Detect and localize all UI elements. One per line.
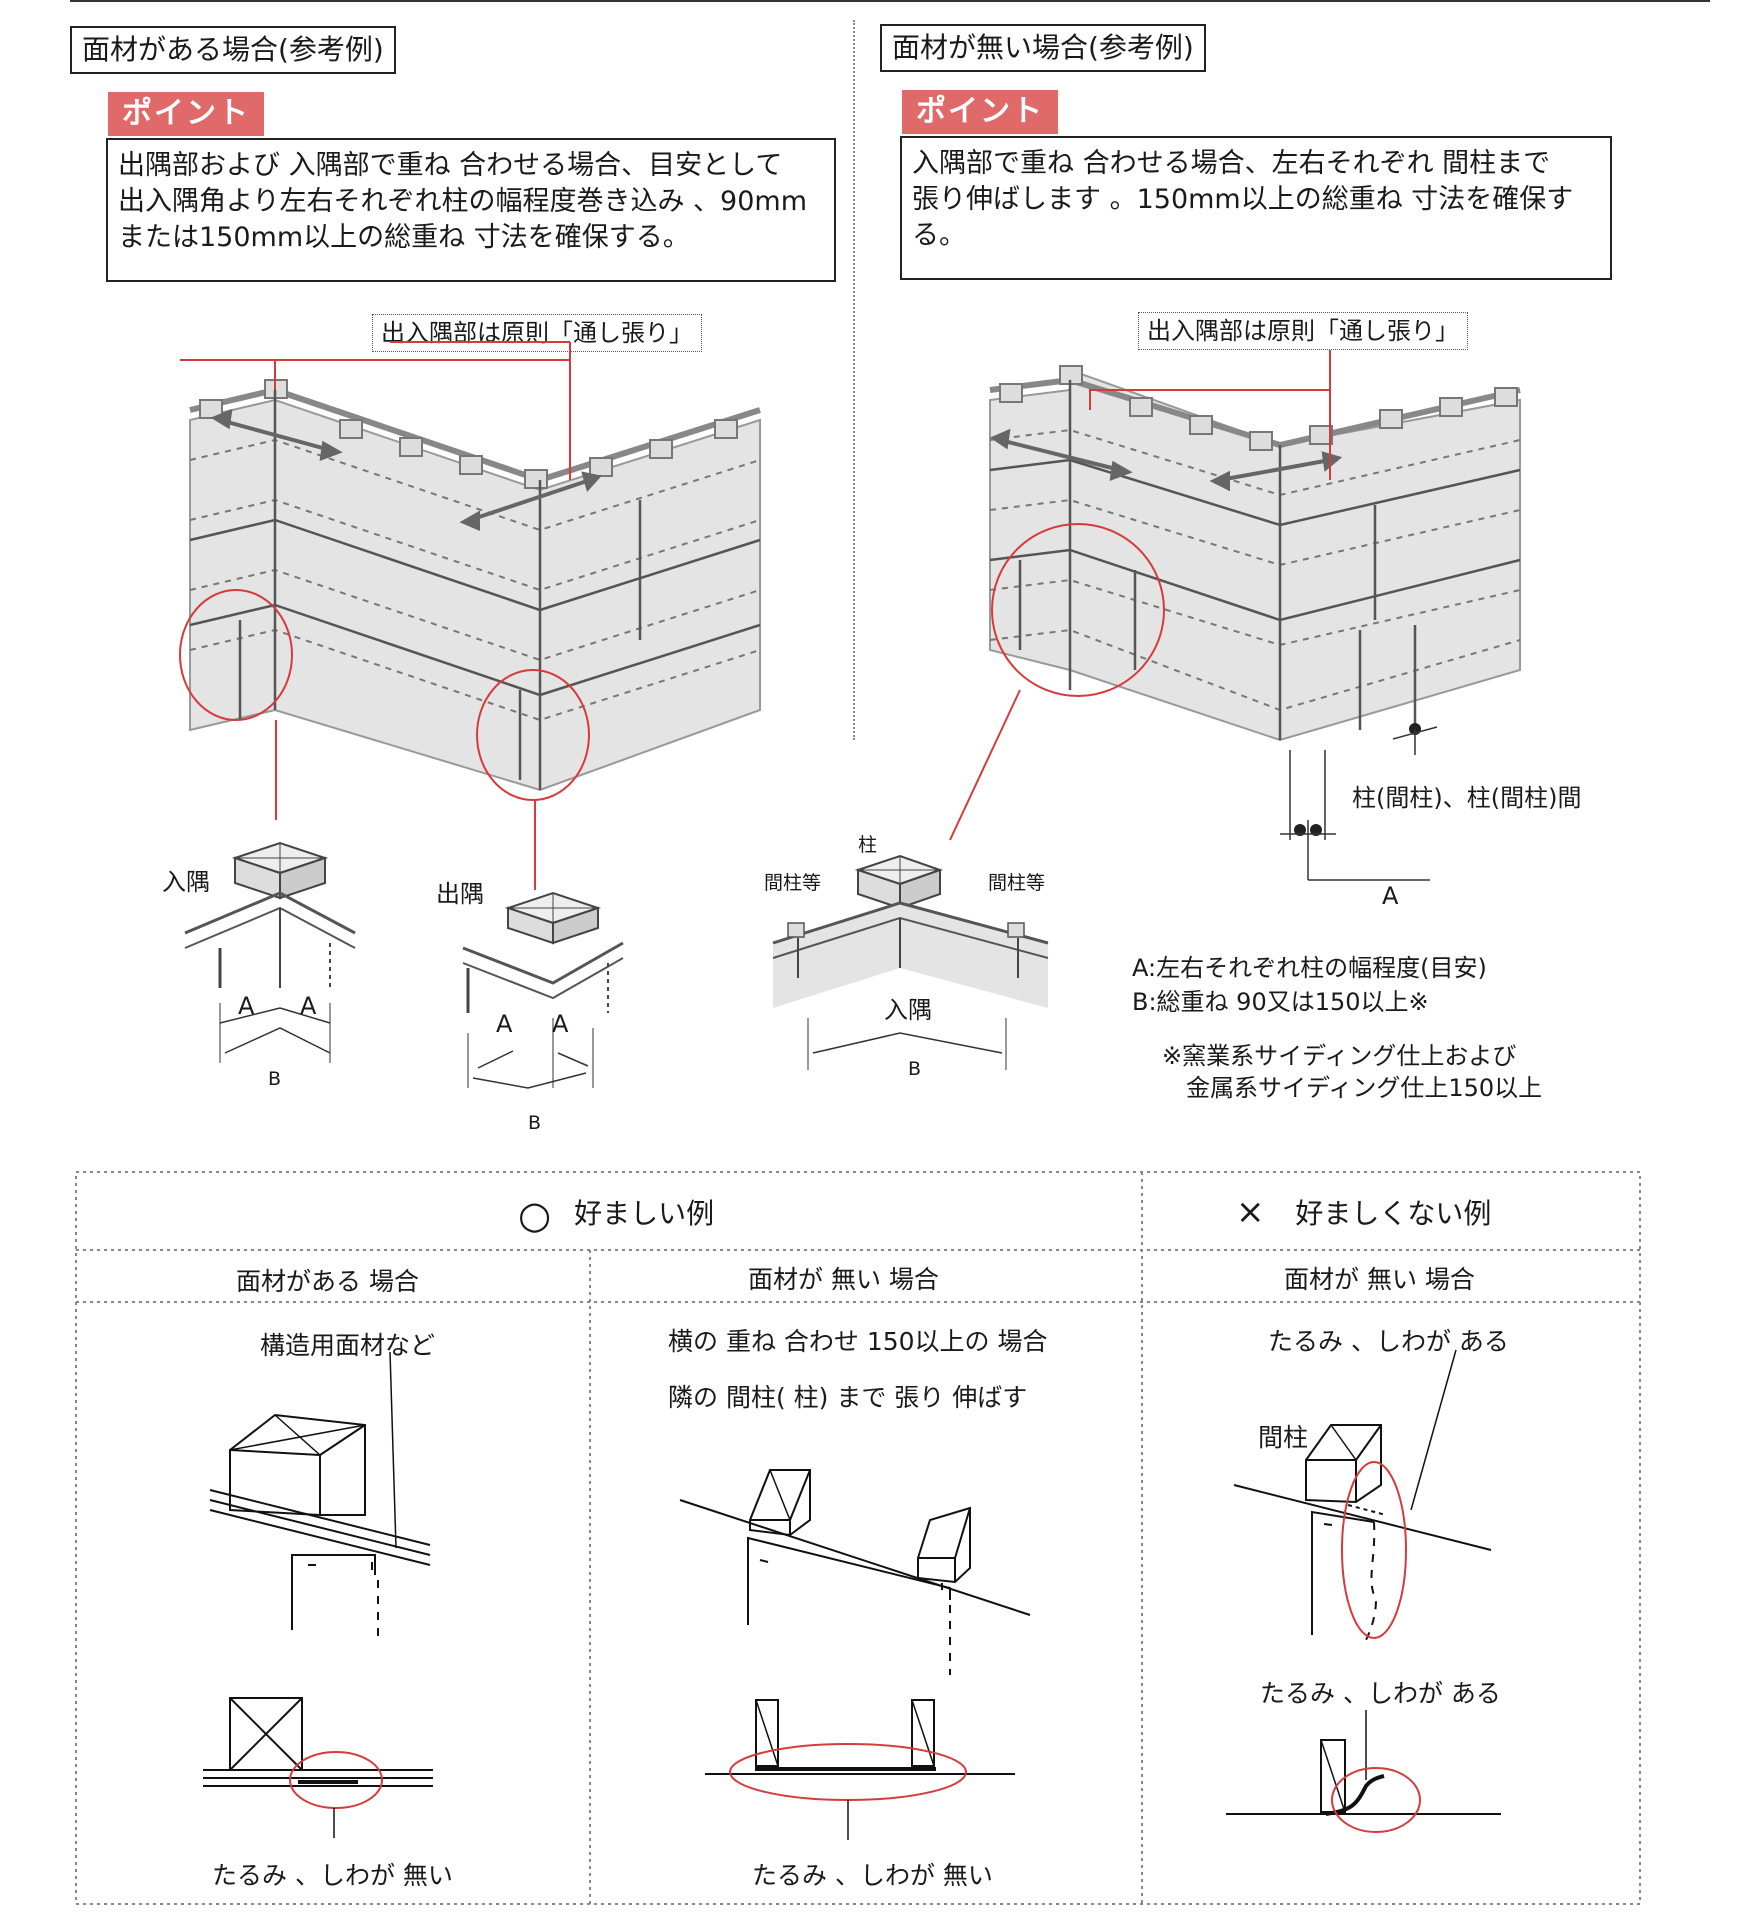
right-detail-irisumi-label: 入隅	[884, 996, 932, 1024]
right-legend-a: A:左右それぞれ柱の幅程度(目安)	[1132, 954, 1487, 982]
col2-bottom-label: たるみ 、しわが 無い	[752, 1861, 993, 1890]
left-point-line-2: 出入隅角より左右それぞれ柱の幅程度巻き込み 、90mm	[118, 186, 808, 217]
col3-header: 面材が 無い 場合	[1284, 1265, 1475, 1294]
right-pillar-dimension	[1280, 750, 1430, 881]
right-note-line-1: ※窯業系サイディング仕上および	[1162, 1042, 1517, 1070]
left-point-box: 出隅部および 入隅部で重ね 合わせる場合、目安として 出入隅角より左右それぞれ柱…	[106, 138, 836, 282]
col2-top-line-2: 隣の 間柱( 柱) まで 張り 伸ばす	[668, 1383, 1028, 1412]
col1-bottom-label: たるみ 、しわが 無い	[212, 1861, 453, 1890]
left-detail-irisumi-a2: A	[300, 992, 317, 1020]
bad-mark-icon: ×	[1236, 1192, 1265, 1232]
right-wall-illustration	[949, 350, 1521, 841]
right-point-line-3: る。	[912, 220, 966, 251]
right-point-box: 入隅部で重ね 合わせる場合、左右それぞれ 間柱まで 張り伸ばします 。150mm…	[900, 136, 1612, 280]
left-detail-irisumi-drawing	[184, 841, 356, 1063]
good-header: ○ 好ましい例	[518, 1192, 714, 1237]
col3-overlap-3d-drawing	[1233, 1349, 1492, 1641]
good-header-label: 好ましい例	[574, 1197, 715, 1230]
right-point-line-2: 張り伸ばします 。150mm以上の総重ね 寸法を確保す	[912, 184, 1574, 215]
bad-header-label: 好ましくない例	[1295, 1197, 1492, 1230]
left-detail-irisumi-a1: A	[238, 992, 255, 1020]
col2-top-line-1: 横の 重ね 合わせ 150以上の 場合	[668, 1327, 1048, 1356]
left-detail-desumi-a2: A	[552, 1010, 569, 1038]
left-title: 面材がある場合(参考例)	[70, 26, 396, 74]
bad-header: × 好ましくない例	[1236, 1192, 1491, 1232]
col1-plan-drawing	[203, 1697, 433, 1838]
col1-top-label: 構造用面材など	[260, 1331, 436, 1360]
col1-header: 面材がある 場合	[236, 1267, 419, 1296]
right-title: 面材が無い場合(参考例)	[880, 24, 1206, 72]
col1-overlap-3d-drawing	[209, 1351, 431, 1640]
right-detail-mabashira-right: 間柱等	[988, 872, 1046, 894]
good-mark-icon: ○	[518, 1193, 552, 1237]
right-pillar-marker	[1392, 723, 1438, 755]
left-detail-irisumi-label: 入隅	[162, 868, 210, 896]
right-detail-mabashira-left: 間柱等	[764, 872, 822, 894]
left-wall-illustration	[179, 341, 761, 890]
right-label-a: A	[1382, 882, 1399, 910]
column-divider	[853, 20, 855, 740]
right-note-line-2: 金属系サイディング仕上150以上	[1186, 1074, 1543, 1102]
right-detail-b: B	[908, 1058, 922, 1080]
right-point-tag: ポイント	[902, 90, 1058, 134]
left-detail-desumi-label: 出隅	[436, 880, 484, 908]
col3-mabashira-label: 間柱	[1258, 1423, 1309, 1452]
left-detail-desumi-drawing	[462, 891, 624, 1089]
col3-mid-label: たるみ 、しわが ある	[1260, 1679, 1501, 1708]
col2-plan-drawing	[705, 1699, 1015, 1840]
right-legend-b: B:総重ね 90又は150以上※	[1132, 988, 1429, 1016]
left-detail-desumi-b: B	[528, 1112, 542, 1134]
left-point-line-1: 出隅部および 入隅部で重ね 合わせる場合、目安として	[118, 150, 783, 181]
left-point-tag: ポイント	[108, 92, 264, 136]
col2-overlap-3d-drawing	[679, 1469, 1031, 1675]
right-detail-hashira-label: 柱	[858, 834, 878, 856]
col3-plan-drawing	[1226, 1710, 1501, 1833]
col3-top-label: たるみ 、しわが ある	[1268, 1327, 1509, 1356]
top-rule	[70, 0, 1710, 2]
left-detail-desumi-a1: A	[496, 1010, 513, 1038]
right-pillar-label: 柱(間柱)、柱(間柱)間	[1352, 784, 1582, 812]
right-callout: 出入隅部は原則「通し張り」	[1138, 312, 1468, 350]
left-point-line-3: または150mm以上の総重ね 寸法を確保する。	[118, 222, 690, 253]
col2-header: 面材が 無い 場合	[748, 1265, 939, 1294]
left-detail-irisumi-b: B	[268, 1068, 282, 1090]
right-point-line-1: 入隅部で重ね 合わせる場合、左右それぞれ 間柱まで	[912, 148, 1551, 179]
right-detail-irisumi-drawing	[772, 854, 1049, 1070]
